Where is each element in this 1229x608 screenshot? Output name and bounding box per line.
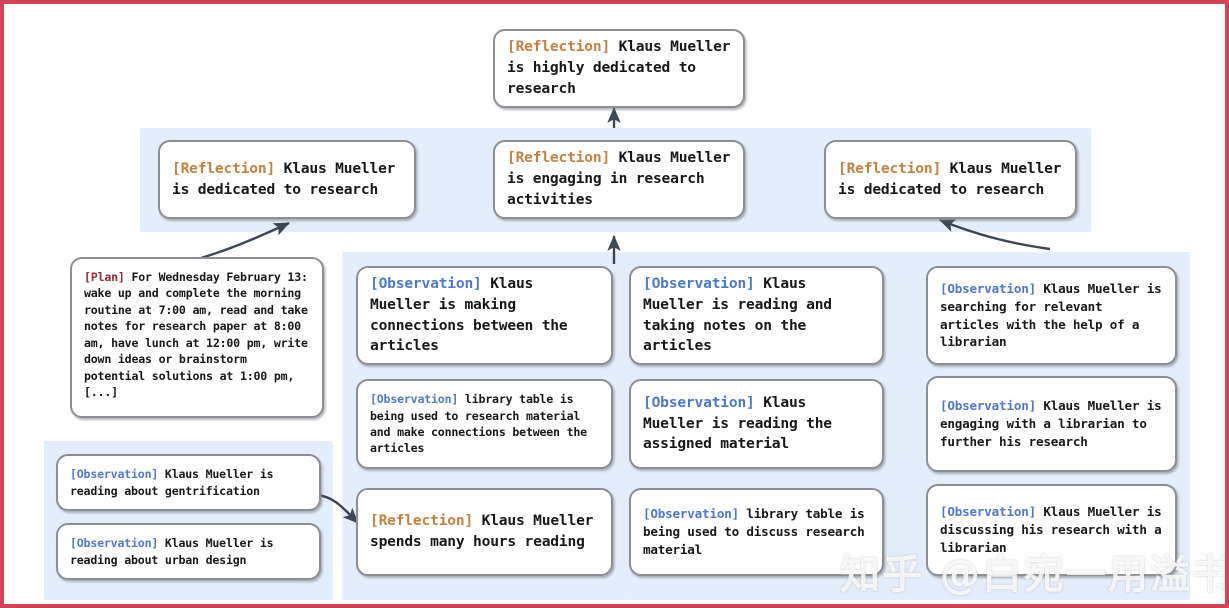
- node-col1-observation-1-body: Klaus Mueller is making connections betw…: [370, 275, 577, 355]
- node-col2-observation-1-text: [Observation] Klaus Mueller is reading a…: [643, 274, 870, 357]
- tag-reflection: [Reflection]: [507, 149, 611, 167]
- node-col1-reflection[interactable]: [Reflection] Klaus Mueller spends many h…: [356, 488, 613, 576]
- node-mid-reflection-center-text: [Reflection] Klaus Mueller is engaging i…: [507, 148, 731, 210]
- tag-observation: [Observation]: [70, 536, 159, 551]
- tag-reflection: [Reflection]: [172, 159, 276, 177]
- node-left-observation-1-text: [Observation] Klaus Mueller is reading a…: [70, 466, 307, 499]
- node-col3-observation-1[interactable]: [Observation] Klaus Mueller is searching…: [926, 266, 1177, 365]
- node-col3-observation-2-text: [Observation] Klaus Mueller is engaging …: [940, 397, 1163, 451]
- node-root-reflection[interactable]: [Reflection] Klaus Mueller is highly ded…: [493, 29, 745, 108]
- node-col3-observation-2-body: Klaus Mueller is engaging with a librari…: [940, 398, 1169, 449]
- watermark: 知乎 @白宛一用溢书生: [840, 552, 1225, 598]
- node-col2-observation-1[interactable]: [Observation] Klaus Mueller is reading a…: [629, 266, 884, 365]
- tag-reflection: [Reflection]: [507, 38, 611, 56]
- node-mid-reflection-right-text: [Reflection] Klaus Mueller is dedicated …: [838, 159, 1063, 200]
- node-plan[interactable]: [Plan] For Wednesday February 13: wake u…: [70, 257, 324, 418]
- node-col1-observation-1[interactable]: [Observation] Klaus Mueller is making co…: [356, 266, 613, 365]
- node-col3-observation-1-text: [Observation] Klaus Mueller is searching…: [940, 280, 1163, 352]
- tag-reflection: [Reflection]: [838, 159, 942, 177]
- node-col1-observation-1-text: [Observation] Klaus Mueller is making co…: [370, 274, 599, 357]
- node-left-observation-1[interactable]: [Observation] Klaus Mueller is reading a…: [56, 454, 321, 511]
- node-col3-observation-2[interactable]: [Observation] Klaus Mueller is engaging …: [926, 376, 1177, 472]
- node-col1-reflection-body: Klaus Mueller spends many hours reading: [370, 512, 602, 550]
- tag-plan: [Plan]: [84, 270, 125, 284]
- tag-observation: [Observation]: [70, 467, 159, 482]
- node-col1-reflection-text: [Reflection] Klaus Mueller spends many h…: [370, 511, 599, 552]
- tag-observation: [Observation]: [643, 506, 739, 522]
- node-col3-observation-1-body: Klaus Mueller is searching for relevant …: [940, 280, 1169, 350]
- tag-observation: [Observation]: [643, 393, 755, 411]
- tag-observation: [Observation]: [643, 275, 755, 293]
- node-left-observation-2-body: Klaus Mueller is reading about urban des…: [70, 536, 281, 567]
- tag-observation: [Observation]: [940, 504, 1036, 520]
- node-col2-observation-3-body: library table is being used to discuss r…: [643, 506, 872, 557]
- node-col2-observation-2[interactable]: [Observation] Klaus Mueller is reading t…: [629, 379, 884, 469]
- node-col3-observation-3[interactable]: [Observation] Klaus Mueller is discussin…: [926, 484, 1177, 576]
- node-plan-body: For Wednesday February 13: wake up and c…: [84, 270, 315, 400]
- node-col2-observation-2-body: Klaus Mueller is reading the assigned ma…: [643, 393, 841, 453]
- node-col1-observation-2-body: library table is being used to research …: [370, 392, 594, 456]
- node-col3-observation-3-text: [Observation] Klaus Mueller is discussin…: [940, 503, 1163, 557]
- node-mid-reflection-right-body: Klaus Mueller is dedicated to research: [838, 159, 1070, 198]
- node-mid-reflection-left-text: [Reflection] Klaus Mueller is dedicated …: [172, 159, 402, 200]
- node-col3-observation-3-body: Klaus Mueller is discussing his research…: [940, 504, 1169, 555]
- node-col2-observation-2-text: [Observation] Klaus Mueller is reading t…: [643, 393, 870, 455]
- node-col1-observation-2[interactable]: [Observation] library table is being use…: [356, 379, 613, 469]
- node-left-observation-1-body: Klaus Mueller is reading about gentrific…: [70, 467, 281, 498]
- node-col1-observation-2-text: [Observation] library table is being use…: [370, 391, 599, 457]
- tag-reflection: [Reflection]: [370, 512, 474, 530]
- node-mid-reflection-left-body: Klaus Mueller is dedicated to research: [172, 159, 404, 198]
- tag-observation: [Observation]: [370, 275, 482, 293]
- tag-observation: [Observation]: [940, 280, 1036, 296]
- node-col2-observation-1-body: Klaus Mueller is reading and taking note…: [643, 275, 841, 355]
- node-mid-reflection-right[interactable]: [Reflection] Klaus Mueller is dedicated …: [824, 140, 1077, 219]
- node-root-reflection-text: [Reflection] Klaus Mueller is highly ded…: [507, 37, 731, 99]
- node-left-observation-2-text: [Observation] Klaus Mueller is reading a…: [70, 535, 307, 568]
- node-col2-observation-3[interactable]: [Observation] library table is being use…: [629, 488, 884, 576]
- node-mid-reflection-left[interactable]: [Reflection] Klaus Mueller is dedicated …: [158, 140, 416, 219]
- tag-observation: [Observation]: [940, 398, 1036, 414]
- tag-observation: [Observation]: [370, 392, 459, 407]
- node-col2-observation-3-text: [Observation] library table is being use…: [643, 505, 870, 559]
- node-plan-text: [Plan] For Wednesday February 13: wake u…: [84, 269, 310, 401]
- node-mid-reflection-center-body: Klaus Mueller is engaging in research ac…: [507, 149, 739, 208]
- node-left-observation-2[interactable]: [Observation] Klaus Mueller is reading a…: [56, 523, 321, 580]
- node-mid-reflection-center[interactable]: [Reflection] Klaus Mueller is engaging i…: [493, 140, 745, 219]
- node-root-reflection-body: Klaus Mueller is highly dedicated to res…: [507, 38, 739, 97]
